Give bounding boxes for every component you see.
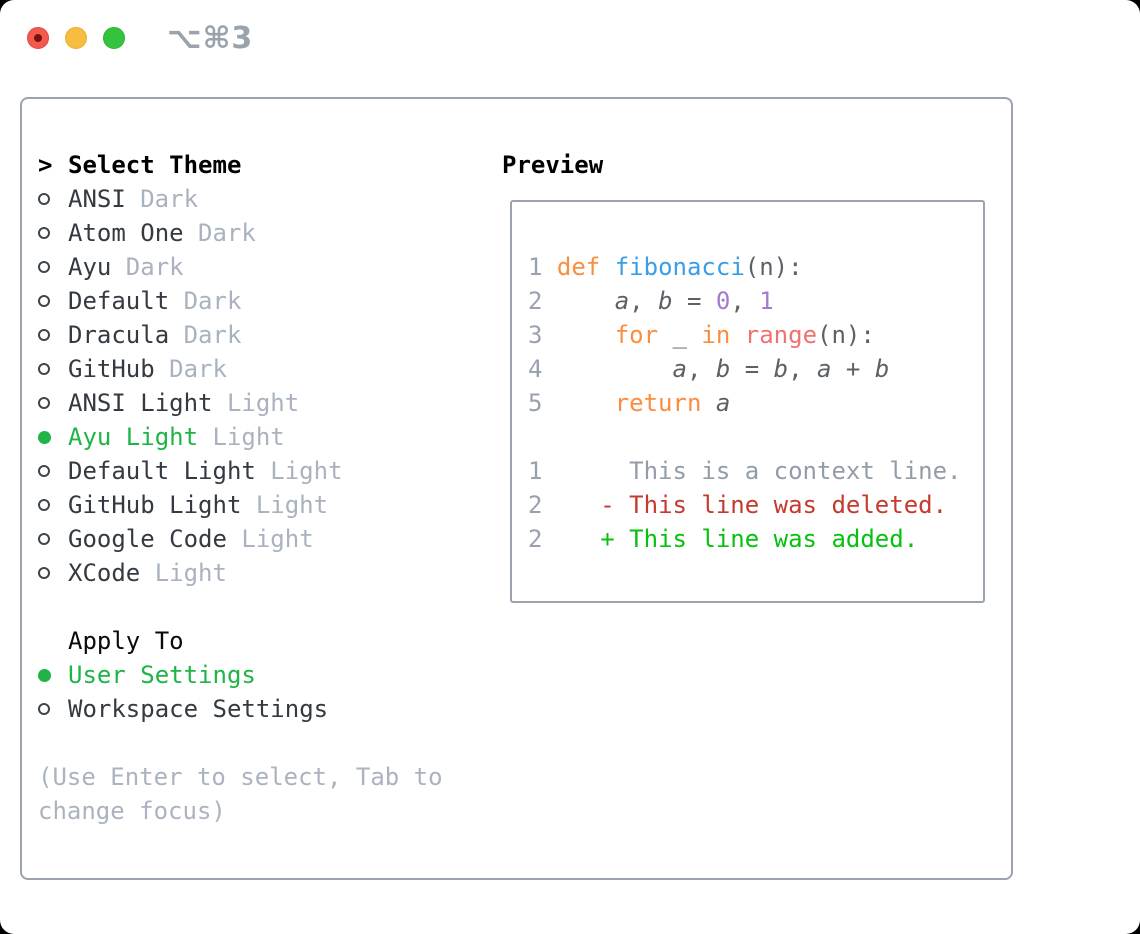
option-tag: Dark [183, 321, 242, 349]
diff-added-line: 2 + This line was added. [528, 525, 919, 553]
spacer [38, 590, 468, 624]
radio-icon [38, 397, 68, 409]
option-label: ANSI [68, 185, 126, 213]
minimize-button[interactable] [65, 27, 87, 49]
option-label: Ayu [68, 253, 112, 281]
preview-pane: 1 def fibonacci(n): 2 a, b = 0, 1 3 for _ … [510, 200, 985, 603]
focus-caret-icon: > [38, 151, 53, 179]
option-tag: Light [241, 525, 314, 553]
code-line: 4 a, b = b, a + b [528, 355, 890, 383]
apply-to-title: Apply To [68, 627, 184, 655]
keyboard-hint: (Use Enter to select, Tab to change focu… [38, 763, 443, 825]
window-shortcut-label: ⌥⌘3 [167, 21, 254, 56]
radio-selected-icon [38, 668, 68, 682]
code-line: 2 a, b = 0, 1 [528, 287, 774, 315]
code-line: 5 return a [528, 389, 731, 417]
radio-icon [38, 295, 68, 307]
option-label: Default [68, 287, 170, 315]
theme-option-google-code[interactable]: Google Code Light [38, 522, 468, 556]
theme-panel-title: Select Theme [68, 151, 242, 179]
option-tag: Light [226, 389, 300, 417]
option-tag: Dark [183, 287, 242, 315]
theme-panel-header: > Select Theme [38, 148, 468, 182]
option-tag: Dark [169, 355, 227, 383]
diff-context-line: 1 This is a context line. [528, 457, 962, 485]
radio-icon [38, 533, 68, 545]
option-tag: Light [212, 423, 285, 451]
apply-option-workspace-settings[interactable]: Workspace Settings [38, 692, 468, 726]
preview-title: Preview [502, 151, 604, 179]
option-label: Default Light [68, 457, 256, 485]
code-line: 3 for _ in range(n): [528, 321, 875, 349]
option-tag: Dark [125, 253, 184, 281]
radio-icon [38, 363, 68, 375]
radio-icon [38, 465, 68, 477]
theme-option-github[interactable]: GitHub Dark [38, 352, 468, 386]
preview-content: 1 def fibonacci(n): 2 a, b = 0, 1 3 for _ … [512, 202, 983, 556]
theme-option-github-light[interactable]: GitHub Light Light [38, 488, 468, 522]
option-tag: Dark [140, 185, 199, 213]
close-button[interactable] [27, 27, 49, 49]
option-tag: Light [255, 491, 329, 519]
theme-option-default[interactable]: Default Dark [38, 284, 468, 318]
radio-icon [38, 329, 68, 341]
spacer [38, 726, 468, 760]
radio-icon [38, 499, 68, 511]
theme-option-ansi[interactable]: ANSI Dark [38, 182, 468, 216]
option-label: ANSI Light [68, 389, 213, 417]
apply-option-user-settings[interactable]: User Settings [38, 658, 468, 692]
theme-option-xcode[interactable]: XCode Light [38, 556, 468, 590]
radio-selected-icon [38, 430, 68, 444]
option-label: GitHub [68, 355, 155, 383]
close-dot-icon [34, 34, 42, 42]
theme-option-atom-one[interactable]: Atom One Dark [38, 216, 468, 250]
radio-icon [38, 227, 68, 239]
option-label: Workspace Settings [68, 695, 329, 723]
option-label: User Settings [68, 661, 256, 689]
option-label: GitHub Light [68, 491, 242, 519]
apply-to-header: Apply To [38, 624, 468, 658]
option-label: Dracula [68, 321, 170, 349]
option-tag: Light [154, 559, 227, 587]
option-tag: Light [270, 457, 343, 485]
diff-deleted-line: 2 - This line was deleted. [528, 491, 948, 519]
blank-line [528, 420, 983, 454]
theme-option-dracula[interactable]: Dracula Dark [38, 318, 468, 352]
option-label: Google Code [68, 525, 227, 553]
option-tag: Dark [198, 219, 256, 247]
option-label: Ayu Light [68, 423, 199, 451]
radio-icon [38, 261, 68, 273]
theme-option-ayu-light[interactable]: Ayu Light Light [38, 420, 468, 454]
radio-icon [38, 193, 68, 205]
code-line: 1 def fibonacci(n): [528, 253, 803, 281]
theme-option-default-light[interactable]: Default Light Light [38, 454, 468, 488]
radio-icon [38, 703, 68, 715]
radio-icon [38, 567, 68, 579]
zoom-button[interactable] [103, 27, 125, 49]
theme-option-ayu[interactable]: Ayu Dark [38, 250, 468, 284]
option-label: Atom One [68, 219, 184, 247]
theme-option-ansi-light[interactable]: ANSI Light Light [38, 386, 468, 420]
option-label: XCode [68, 559, 141, 587]
